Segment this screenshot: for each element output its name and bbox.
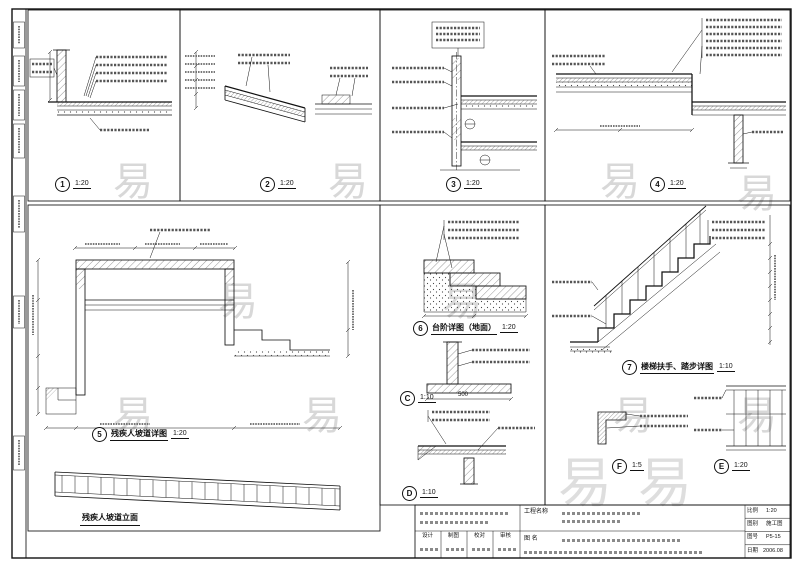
date-label: 日期 xyxy=(747,548,759,554)
detail-1-scale: 1:20 xyxy=(73,180,91,189)
detail-F-scale: 1:5 xyxy=(630,462,644,471)
drawing-name-label: 图 名 xyxy=(524,536,538,542)
detail-4-scale: 1:20 xyxy=(668,180,686,189)
detail-D-scale: 1:10 xyxy=(420,489,438,498)
detail-7-scale: 1:10 xyxy=(717,363,735,372)
detail-7-title: 楼梯扶手、踏步详图 xyxy=(640,361,714,374)
detail-C-drawing xyxy=(424,341,530,402)
detail-5-drawing xyxy=(32,228,354,511)
detail-F-bubble: F xyxy=(612,459,627,474)
detail-5-title: 残疾人坡道详图 xyxy=(110,428,168,441)
detail-3-bubble: 3 xyxy=(446,177,461,192)
project-name-value2 xyxy=(562,520,622,523)
date-value: 2006.08 xyxy=(763,548,783,554)
detail-6-bubble: 6 xyxy=(413,321,428,336)
project-name-value xyxy=(562,512,642,515)
scale-value: 1:20 xyxy=(766,508,777,514)
sheet-frame xyxy=(11,8,792,559)
watermark: 易 xyxy=(302,393,342,439)
watermark: 易 xyxy=(638,451,692,515)
scale-label: 比例 xyxy=(747,508,759,514)
detail-5-scale: 1:20 xyxy=(171,430,189,439)
watermark: 易 xyxy=(737,393,777,439)
ramp-elevation-title: 残疾人坡道立面 xyxy=(80,512,140,526)
detail-E-bubble: E xyxy=(714,459,729,474)
detail-2-bubble: 2 xyxy=(260,177,275,192)
detail-C-dimension: 500 xyxy=(458,392,469,398)
detail-7-drawing xyxy=(552,205,776,353)
sign-check-value xyxy=(472,548,490,551)
sign-design-value xyxy=(420,548,438,551)
detail-F-drawing xyxy=(597,411,688,445)
type-label: 图别 xyxy=(747,521,759,527)
detail-6-label: 6 台阶详图（地面） 1:20 xyxy=(413,321,518,336)
watermark: 易 xyxy=(558,451,612,515)
sign-draft-value xyxy=(446,548,464,551)
detail-E-label: E 1:20 xyxy=(714,459,750,474)
detail-2-drawing xyxy=(185,49,372,123)
detail-5-label: 5 残疾人坡道详图 1:20 xyxy=(92,427,189,442)
watermark: 易 xyxy=(737,171,777,217)
designer-info xyxy=(420,512,510,515)
detail-2-label: 2 1:20 xyxy=(260,177,296,192)
detail-C-label: C 1:10 xyxy=(400,391,436,406)
detail-D-label: D 1:10 xyxy=(402,486,438,501)
watermark: 易 xyxy=(328,159,368,205)
footnote-text xyxy=(524,551,704,554)
watermark: 易 xyxy=(113,159,153,205)
detail-6-title: 台阶详图（地面） xyxy=(431,322,497,335)
number-value: P5-15 xyxy=(766,534,781,540)
detail-4-bubble: 4 xyxy=(650,177,665,192)
sign-check-label: 校对 xyxy=(474,533,486,539)
designer-info2 xyxy=(420,521,490,524)
detail-6-drawing xyxy=(421,220,529,319)
watermark: 易 xyxy=(600,159,640,205)
title-block-grid xyxy=(414,504,791,559)
detail-F-label: F 1:5 xyxy=(612,459,644,474)
detail-7-bubble: 7 xyxy=(622,360,637,375)
sign-approve-value xyxy=(498,548,516,551)
detail-3-label: 3 1:20 xyxy=(446,177,482,192)
drawing-name-value xyxy=(562,539,682,542)
detail-3-scale: 1:20 xyxy=(464,180,482,189)
detail-E-scale: 1:20 xyxy=(732,462,750,471)
type-value: 施工图 xyxy=(766,521,783,527)
detail-4-label: 4 1:20 xyxy=(650,177,686,192)
detail-3-drawing xyxy=(392,21,537,171)
sign-draft-label: 制图 xyxy=(448,533,460,539)
detail-1-bubble: 1 xyxy=(55,177,70,192)
detail-5-bubble: 5 xyxy=(92,427,107,442)
detail-1-label: 1 1:20 xyxy=(55,177,91,192)
detail-7-label: 7 楼梯扶手、踏步详图 1:10 xyxy=(622,360,735,375)
detail-4-drawing xyxy=(552,18,786,169)
sign-approve-label: 审核 xyxy=(500,533,512,539)
detail-C-scale: 1:10 xyxy=(418,394,436,403)
detail-D-drawing xyxy=(417,410,535,485)
project-name-label: 工程名称 xyxy=(524,509,549,515)
detail-1-drawing xyxy=(29,49,172,132)
watermark: 易 xyxy=(113,393,153,439)
sign-design-label: 设计 xyxy=(422,533,434,539)
detail-C-bubble: C xyxy=(400,391,415,406)
detail-E-drawing xyxy=(694,385,786,451)
detail-D-bubble: D xyxy=(402,486,417,501)
detail-6-scale: 1:20 xyxy=(500,324,518,333)
panel-borders xyxy=(27,9,791,532)
number-label: 图号 xyxy=(747,534,759,540)
detail-2-scale: 1:20 xyxy=(278,180,296,189)
